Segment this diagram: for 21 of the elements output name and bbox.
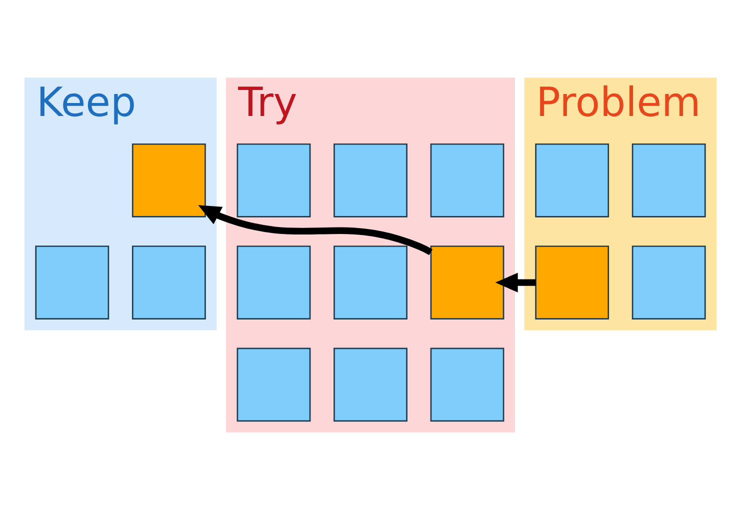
node-box <box>631 142 706 217</box>
node-box <box>534 142 609 217</box>
node-box <box>333 142 407 217</box>
node-box <box>631 245 706 319</box>
arrow <box>198 204 432 255</box>
node-box <box>430 347 504 422</box>
node-box <box>34 245 109 319</box>
node-box <box>430 142 504 217</box>
node-box <box>131 142 206 217</box>
cluster: Problem <box>524 77 716 330</box>
cluster: Keep <box>24 77 216 330</box>
node-box <box>236 245 310 319</box>
node-box <box>534 245 609 319</box>
node-box <box>236 347 310 422</box>
cluster: Try <box>226 77 514 432</box>
node-box <box>236 142 310 217</box>
arrow <box>494 272 536 292</box>
node-box <box>131 245 206 319</box>
node-box <box>333 347 407 422</box>
node-box <box>333 245 407 319</box>
node-box <box>430 245 504 319</box>
